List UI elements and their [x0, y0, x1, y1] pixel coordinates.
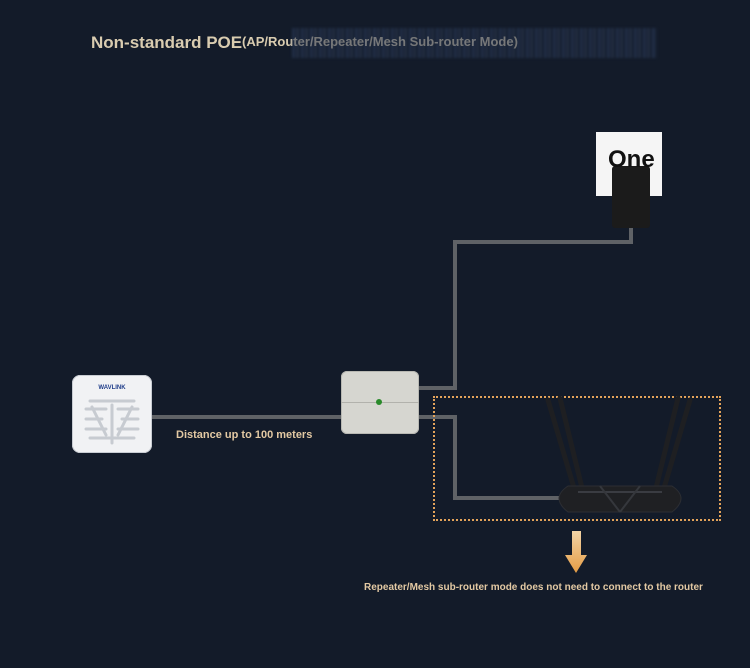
- injector-led: [376, 399, 382, 405]
- adapter-plug: [612, 166, 650, 228]
- blurred-overlay: [292, 28, 657, 58]
- adapter-label: One: [608, 146, 655, 173]
- cable-injector-adapter: [419, 228, 633, 390]
- access-point-icon: WAVLINK: [72, 375, 152, 453]
- diagram-title: Non-standard POE: [91, 33, 243, 52]
- cable-injector-router: [419, 415, 572, 500]
- mesh-subrouter-box: [433, 396, 721, 521]
- ap-brand-label: WAVLINK: [98, 385, 126, 391]
- distance-label: Distance up to 100 meters: [176, 429, 313, 441]
- poe-injector-icon: [341, 371, 419, 434]
- ap-vent-pattern: [84, 399, 140, 445]
- mesh-note: Repeater/Mesh sub-router mode does not n…: [364, 582, 703, 593]
